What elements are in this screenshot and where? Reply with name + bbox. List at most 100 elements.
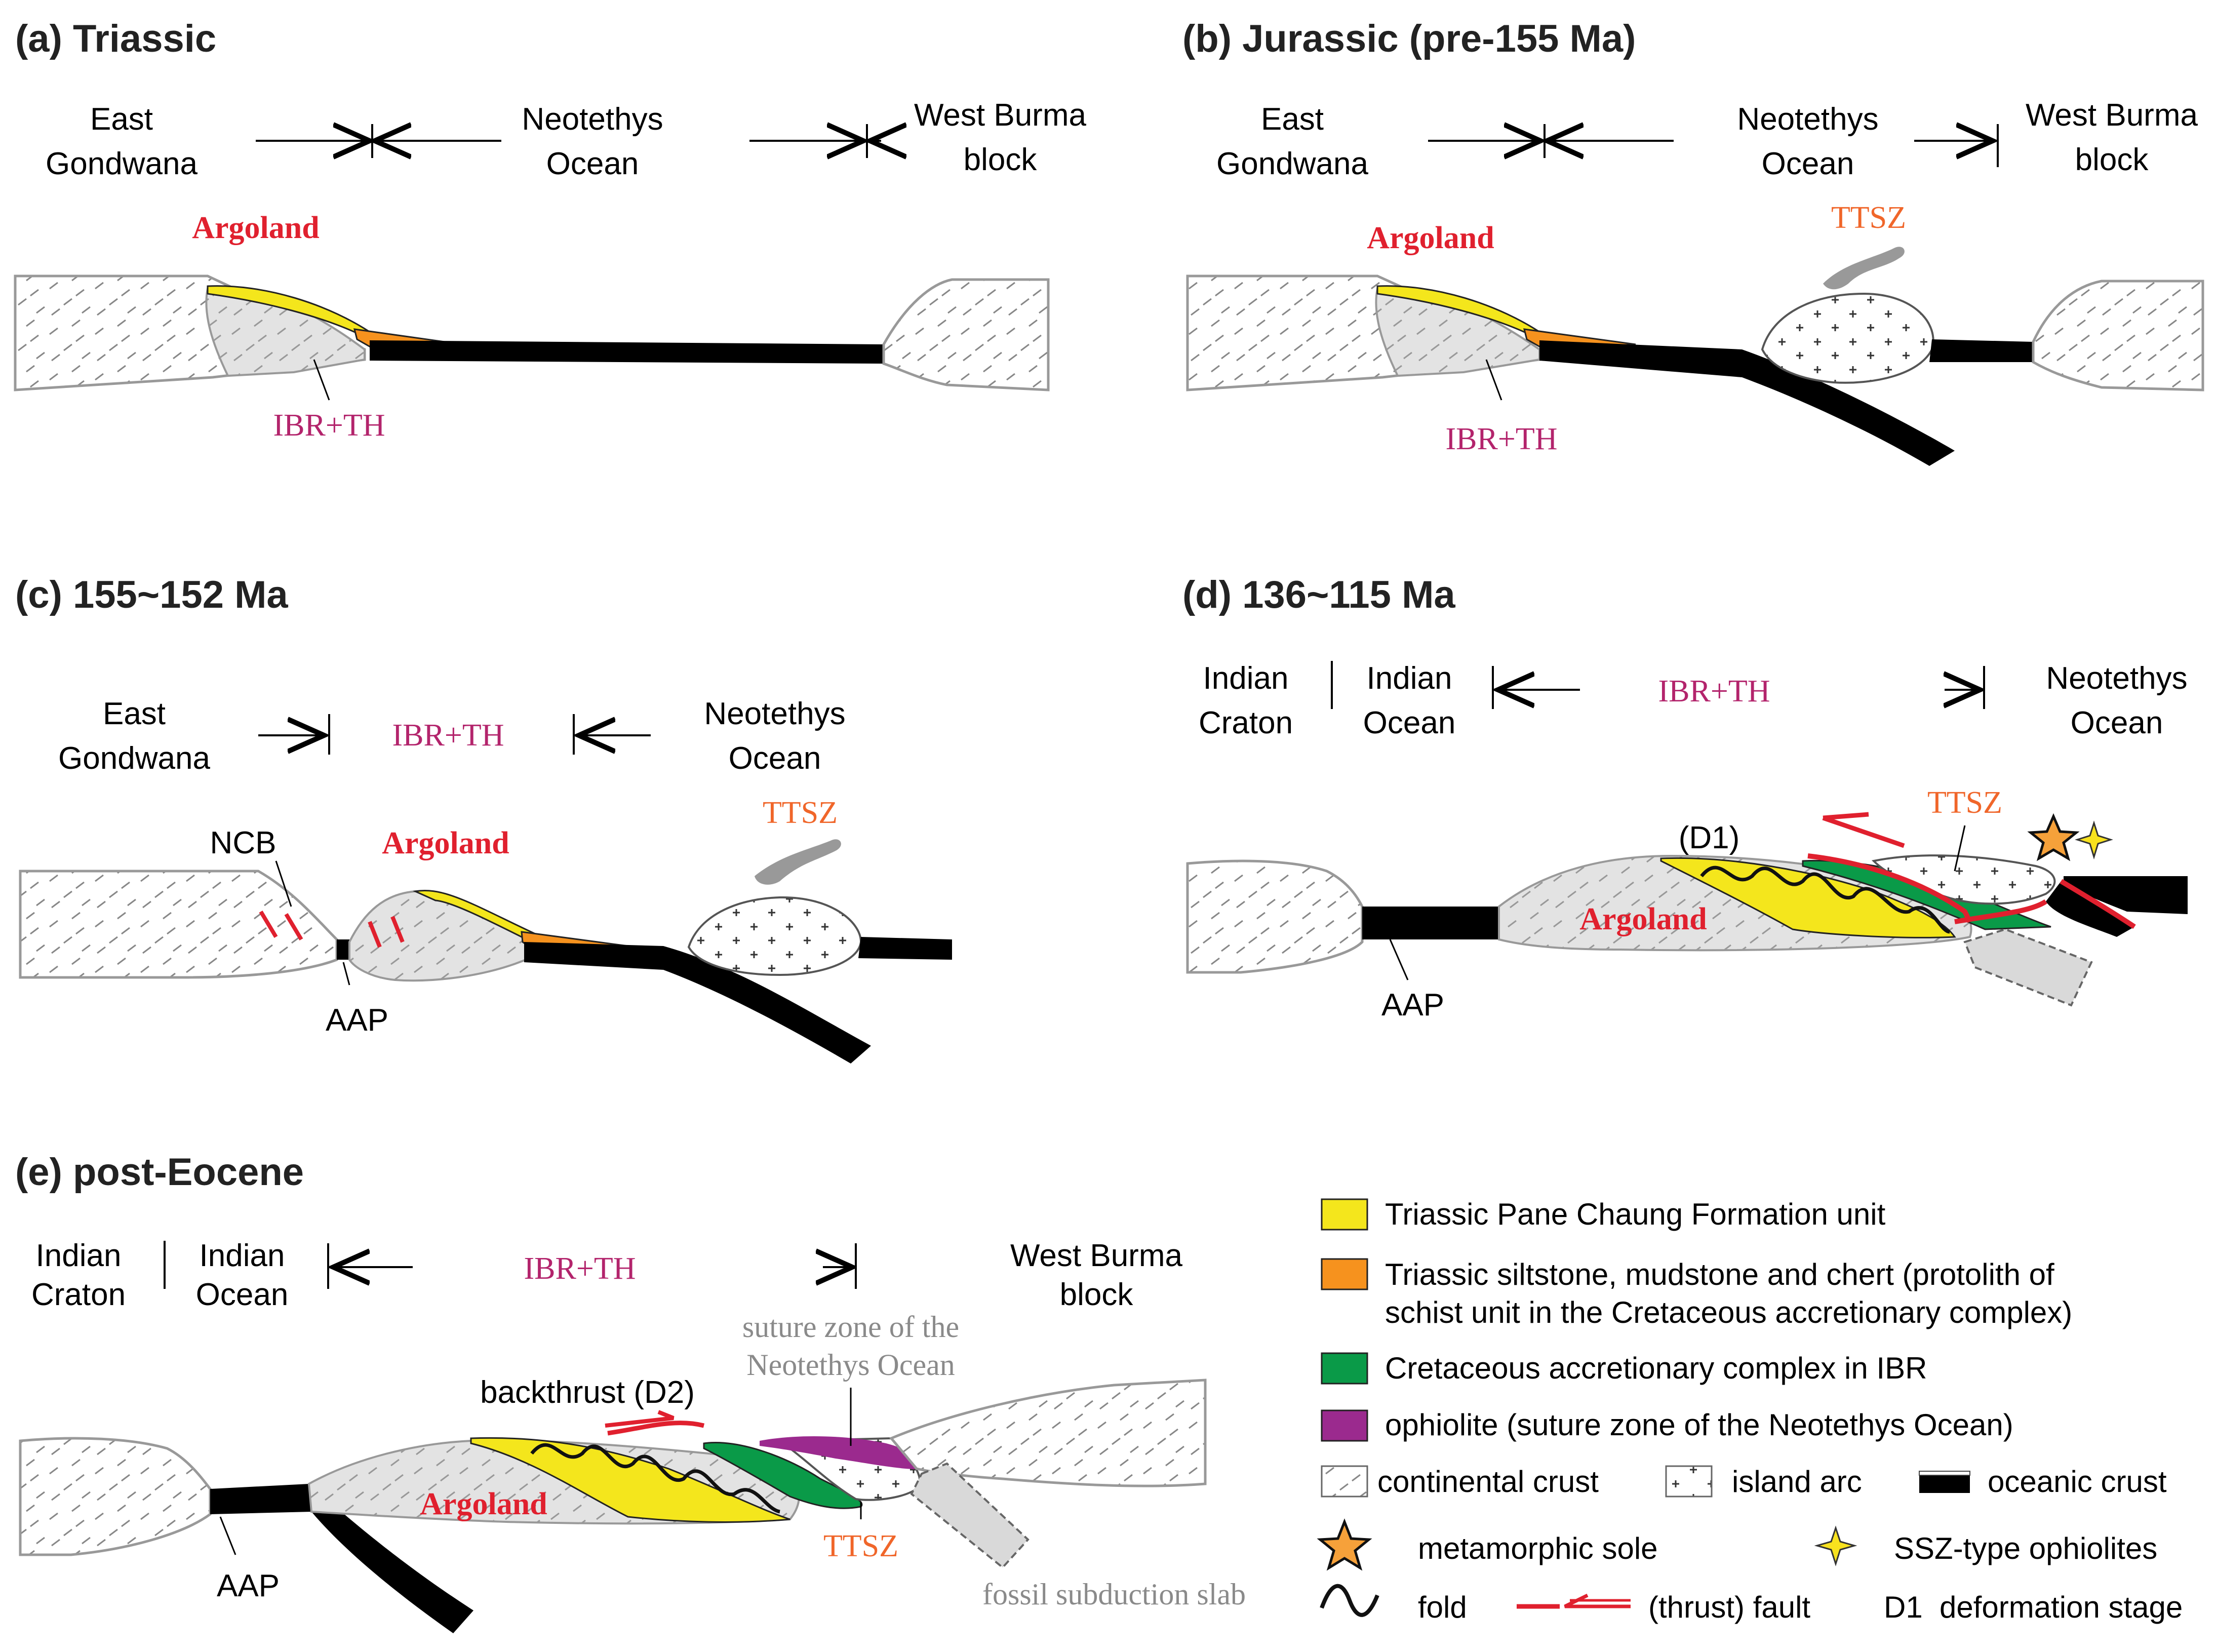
region-label: Ocean [1762,146,1854,181]
legend-oceanic-swatch [1919,1473,1970,1493]
ibr-th-label: IBR+TH [273,408,385,443]
volcanic-plume [1823,247,1905,290]
backthrust-label: backthrust (D2) [480,1375,695,1410]
panel-b-title: (b) Jurassic (pre-155 Ma) [1182,17,1636,60]
suture-label: suture zone of the [742,1310,959,1344]
region-label: Ocean [546,146,639,181]
legend-fold-label: fold [1418,1590,1467,1624]
region-label: West Burma [2026,98,2198,133]
panel-a-title: (a) Triassic [15,17,216,60]
legend-orange-label: schist unit in the Cretaceous accretiona… [1385,1295,2072,1329]
region-label: Neotethys [522,102,663,137]
region-label: IBR+TH [392,718,504,753]
legend: Triassic Pane Chaung Formation unit Tria… [1317,1197,2183,1624]
legend-orange-label: Triassic siltstone, mudstone and chert (… [1385,1257,2054,1291]
panel-b: (b) Jurassic (pre-155 Ma) East Gondwana … [1182,17,2204,466]
ncb-label: NCB [210,825,276,860]
volcanic-plume [755,839,841,885]
cross-section-d [1186,812,2188,1007]
argoland-label: Argoland [1367,221,1494,255]
boundary-arrows [256,124,881,158]
region-label: Indian [36,1238,122,1273]
boundary-arrows [258,714,651,755]
legend-ssz-label: SSZ-type ophiolites [1894,1531,2157,1565]
region-label: Indian [200,1238,285,1273]
cross-section-e [19,1379,1207,1633]
metamorphic-sole-icon [2027,813,2080,861]
legend-green-swatch [1321,1352,1368,1385]
legend-arc-label: island arc [1732,1465,1862,1499]
legend-oceanic-label: oceanic crust [1988,1465,2167,1499]
legend-fault-icon [1517,1593,1631,1609]
region-label: block [2075,142,2149,177]
ibr-th-label: IBR+TH [1446,422,1558,456]
region-label: Gondwana [58,741,210,776]
aap-label: AAP [326,1003,388,1038]
region-label: block [1060,1277,1134,1312]
argoland-label: Argoland [192,211,319,245]
panel-d-title: (d) 136~115 Ma [1182,573,1455,616]
legend-orange-swatch [1321,1258,1368,1290]
boundary-arrows [1428,124,1999,167]
panel-c-title: (c) 155~152 Ma [15,573,288,616]
legend-continental-swatch [1321,1465,1368,1498]
panel-a: (a) Triassic East Gondwana Neotethys Oce… [14,17,1086,443]
legend-ssz-icon [1814,1525,1857,1566]
argoland-label: Argoland [420,1487,547,1521]
legend-yellow-swatch [1321,1198,1368,1231]
region-label: Gondwana [1216,146,1368,181]
region-label: West Burma [914,98,1086,133]
cross-section-b [1186,247,2204,466]
panel-d: (d) 136~115 Ma Indian Craton Indian Ocea… [1182,573,2188,1022]
ttsz-label: TTSZ [1831,201,1906,235]
region-label: Ocean [196,1277,289,1312]
ttsz-label: TTSZ [763,796,838,830]
boundary-arrows [327,1243,857,1289]
region-label: West Burma [1010,1238,1182,1273]
fossil-slab-label: fossil subduction slab [982,1578,1246,1611]
region-label: East [1261,102,1324,137]
cross-section-c [19,839,952,1064]
legend-purple-swatch [1321,1409,1368,1442]
legend-sole-label: metamorphic sole [1418,1531,1658,1565]
ttsz-label: TTSZ [823,1529,898,1563]
region-label: East [90,102,153,137]
cross-section-a [14,274,1050,391]
region-label: Indian [1367,661,1452,696]
region-label: Ocean [1363,705,1456,740]
region-label: block [964,142,1038,177]
panel-c: (c) 155~152 Ma East Gondwana IBR+TH Neot… [15,573,952,1064]
region-label: Craton [31,1277,126,1312]
legend-fault-label: (thrust) fault [1648,1590,1810,1624]
legend-green-label: Cretaceous accretionary complex in IBR [1385,1351,1927,1385]
region-label: Ocean [2071,705,2163,740]
legend-arc-swatch [1665,1465,1713,1498]
legend-d1-label: D1 [1884,1590,1923,1624]
panel-e-title: (e) post-Eocene [15,1151,304,1194]
legend-fold-icon [1320,1584,1379,1617]
region-label: Ocean [729,741,821,776]
panel-e: (e) post-Eocene Indian Craton Indian Oce… [15,1151,1246,1633]
legend-d1-desc: deformation stage [1940,1590,2183,1624]
ssz-ophiolite-icon [2075,820,2113,860]
argoland-label: Argoland [1579,902,1707,936]
region-label: Neotethys [2046,661,2187,696]
suture-label: Neotethys Ocean [746,1348,955,1382]
normal-faults [259,910,405,948]
legend-yellow-label: Triassic Pane Chaung Formation unit [1385,1197,1886,1231]
boundary-arrows [1492,666,1985,709]
region-label: Neotethys [704,696,845,731]
ttsz-label: TTSZ [1927,785,2002,820]
aap-label: AAP [217,1568,280,1603]
aap-label: AAP [1381,988,1444,1022]
region-label: East [103,696,166,731]
region-label: IBR+TH [1658,674,1770,709]
region-label: Craton [1199,705,1293,740]
region-label: Neotethys [1737,102,1878,137]
region-label: Gondwana [46,146,197,181]
region-label: IBR+TH [524,1251,636,1286]
argoland-label: Argoland [382,826,509,860]
legend-continental-label: continental crust [1377,1465,1599,1499]
legend-star-icon [1317,1518,1372,1571]
